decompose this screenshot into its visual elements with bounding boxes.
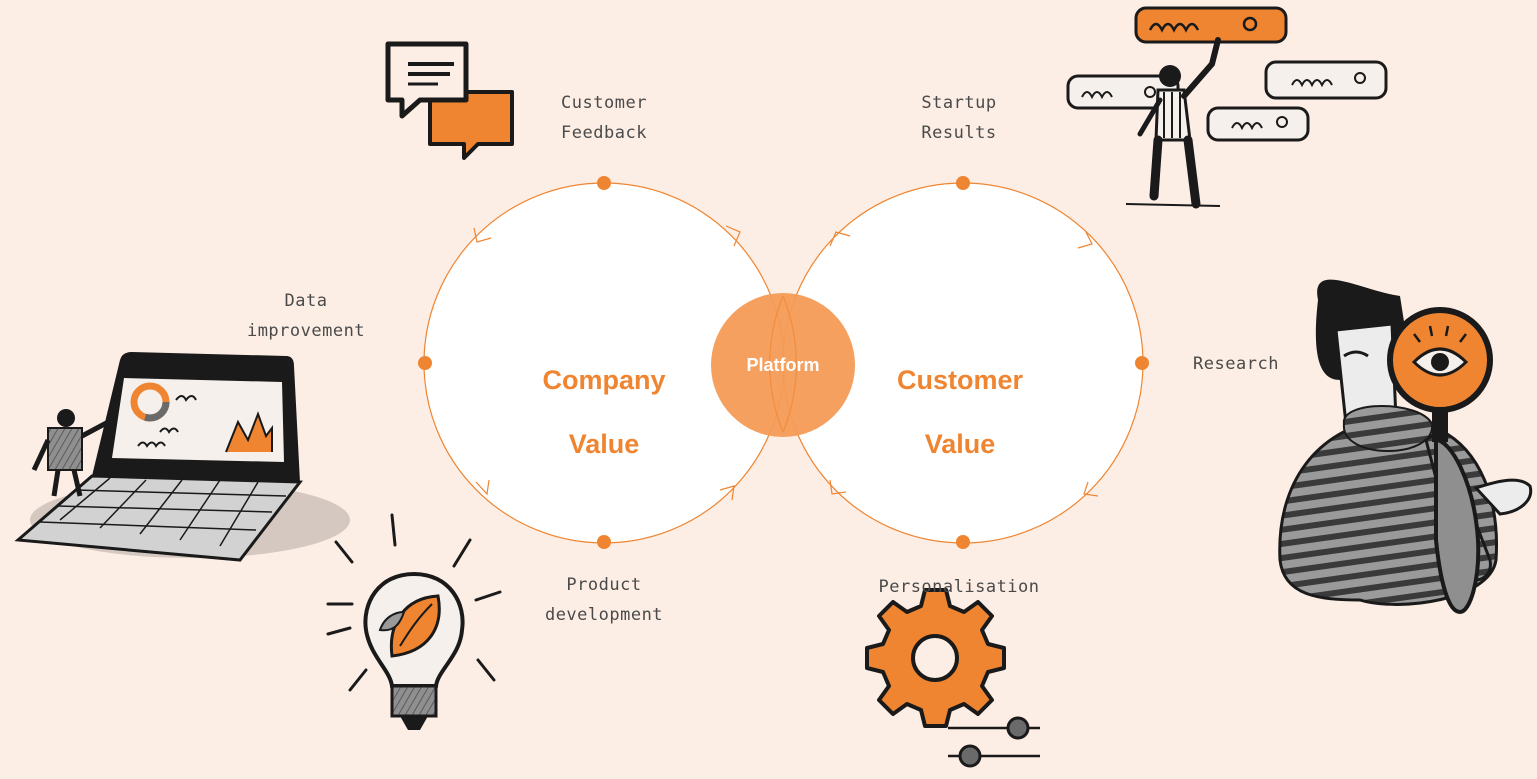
magnifier-person-icon [1278, 279, 1533, 615]
platform-overlap-arcs [769, 295, 797, 433]
node-product-development [597, 535, 611, 549]
company-value-title: Company Value [504, 332, 704, 492]
node-research [1135, 356, 1149, 370]
arrow-left-upper-left [473, 227, 492, 243]
arrow-right-upper-right [1077, 231, 1093, 249]
label-customer-feedback: Customer Feedback [561, 93, 647, 143]
gear-sliders-icon [865, 588, 1040, 768]
customer-value-line2: Value [924, 429, 996, 459]
customer-value-line1: Customer [896, 365, 1024, 395]
laptop-chart-icon [14, 352, 350, 562]
node-data-improvement [418, 356, 432, 370]
arrow-left-lower-right [719, 485, 735, 501]
customer-value-title: Customer Value [860, 332, 1060, 492]
arrow-right-lower-left [829, 479, 847, 495]
speech-bubbles-icon [385, 41, 514, 160]
label-personalisation: Personalisation [878, 577, 1040, 597]
lightbulb-leaf-icon [326, 513, 502, 730]
cycle-arrows [473, 225, 1099, 501]
label-data-improvement: Data improvement [246, 291, 366, 341]
node-customer-feedback [597, 176, 611, 190]
arrow-left-upper-right [725, 225, 741, 247]
platform-label: Platform [746, 355, 820, 375]
node-startup-results [956, 176, 970, 190]
label-product-development: Product development [544, 575, 664, 625]
arrow-right-upper-left [829, 231, 851, 247]
arrow-left-lower-left [475, 479, 490, 496]
company-value-circle [424, 183, 784, 543]
arrow-right-lower-right [1083, 481, 1099, 497]
company-value-line2: Value [568, 429, 640, 459]
company-value-line1: Company [542, 365, 666, 395]
customer-value-circle [783, 183, 1143, 543]
label-startup-results: Startup Results [921, 93, 997, 143]
label-research: Research [1193, 354, 1279, 374]
search-bars-person-icon [1066, 6, 1388, 209]
cycle-nodes [418, 176, 1149, 549]
platform-circle [711, 293, 855, 437]
node-personalisation [956, 535, 970, 549]
